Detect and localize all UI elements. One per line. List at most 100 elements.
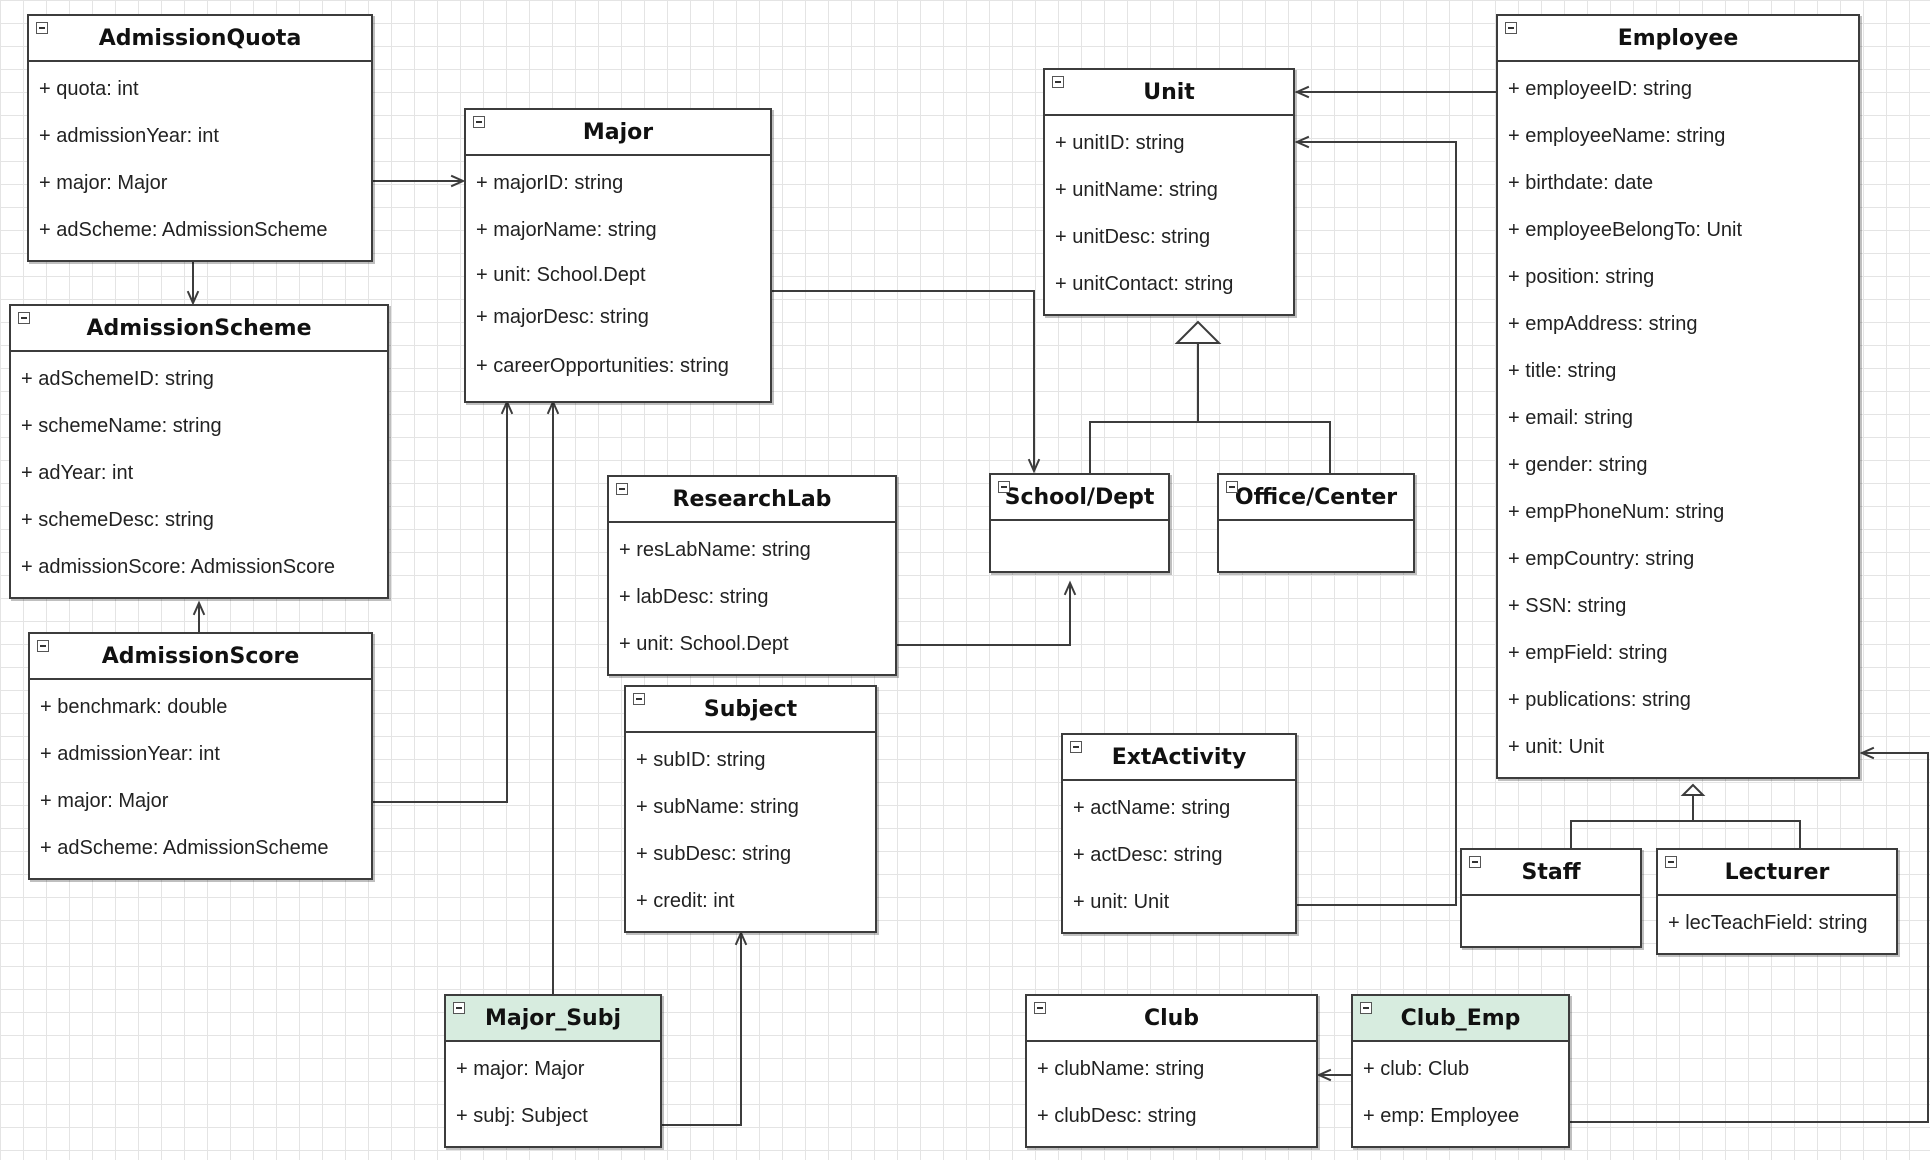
attribute[interactable]: + actDesc: string — [1073, 844, 1223, 866]
attribute[interactable]: + empPhoneNum: string — [1508, 501, 1725, 523]
link-extactivity-to-unit[interactable] — [1297, 141, 1457, 906]
attribute[interactable]: + email: string — [1508, 407, 1634, 429]
attribute[interactable]: + majorName: string — [476, 219, 657, 241]
class-admission-scheme[interactable]: AdmissionScheme + adSchemeID: string + sch… — [9, 304, 389, 599]
attribute[interactable]: + subj: Subject — [456, 1105, 588, 1127]
link-clubemp-to-employee[interactable] — [1570, 752, 1929, 1123]
attribute[interactable]: + employeeBelongTo: Unit — [1508, 219, 1743, 241]
collapse-icon[interactable] — [1070, 741, 1082, 753]
attribute[interactable]: + admissionScore: AdmissionScore — [21, 556, 336, 578]
attribute[interactable]: + major: Major — [456, 1058, 585, 1080]
attribute[interactable]: + major: Major — [39, 172, 168, 194]
class-name-header[interactable]: Employee — [1498, 16, 1858, 62]
link-researchlab-to-schooldept[interactable] — [897, 583, 1071, 646]
attribute[interactable]: + quota: int — [39, 78, 139, 100]
class-major-subj[interactable]: Major_Subj + major: Major + subj: Subject — [444, 994, 662, 1148]
attribute[interactable]: + birthdate: date — [1508, 172, 1654, 194]
attribute[interactable]: + subName: string — [636, 796, 799, 818]
class-major[interactable]: Major + majorID: string + majorName: strin… — [464, 108, 772, 403]
attribute[interactable]: + admissionYear: int — [39, 125, 219, 147]
class-name-header[interactable]: Lecturer — [1658, 850, 1896, 896]
attribute[interactable]: + schemeName: string — [21, 415, 222, 437]
attribute[interactable]: + title: string — [1508, 360, 1617, 382]
class-staff[interactable]: Staff — [1460, 848, 1642, 948]
class-name-header[interactable]: Major — [466, 110, 770, 156]
attribute[interactable]: + unit: School.Dept — [476, 264, 646, 286]
attribute[interactable]: + resLabName: string — [619, 539, 811, 561]
attribute[interactable]: + unit: School.Dept — [619, 633, 789, 655]
attribute[interactable]: + adSchemeID: string — [21, 368, 214, 390]
attribute[interactable]: + major: Major — [40, 790, 169, 812]
attribute[interactable]: + adYear: int — [21, 462, 134, 484]
attribute[interactable]: + employeeName: string — [1508, 125, 1726, 147]
collapse-icon[interactable] — [1469, 856, 1481, 868]
attribute[interactable]: + empField: string — [1508, 642, 1668, 664]
class-ext-activity[interactable]: ExtActivity+ actName: string+ actDesc: s… — [1061, 733, 1297, 934]
collapse-icon[interactable] — [1505, 22, 1517, 34]
class-admission-score[interactable]: AdmissionScore + benchmark: double + admis… — [28, 632, 373, 880]
attribute[interactable]: + unitDesc: string — [1055, 226, 1211, 248]
attribute[interactable]: + benchmark: double — [40, 696, 228, 718]
class-school-dept[interactable]: School/Dept — [989, 473, 1170, 573]
collapse-icon[interactable] — [1034, 1002, 1046, 1014]
attribute[interactable]: + unitID: string — [1055, 132, 1185, 154]
class-name-header[interactable]: ResearchLab — [609, 477, 895, 523]
attribute[interactable]: + schemeDesc: string — [21, 509, 214, 531]
link-major-to-schooldept[interactable] — [772, 290, 1035, 471]
collapse-icon[interactable] — [453, 1002, 465, 1014]
attribute[interactable]: + unitName: string — [1055, 179, 1218, 201]
collapse-icon[interactable] — [1360, 1002, 1372, 1014]
attribute[interactable]: + adScheme: AdmissionScheme — [40, 837, 329, 859]
attribute[interactable]: + admissionYear: int — [40, 743, 220, 765]
class-employee[interactable]: Employee + employeeID: string + employeeNa… — [1496, 14, 1860, 779]
class-name-header[interactable]: Club_Emp — [1353, 996, 1568, 1042]
attribute[interactable]: + club: Club — [1363, 1058, 1470, 1080]
class-name-header[interactable]: Subject — [626, 687, 875, 733]
inheritance-branch-employee[interactable] — [1570, 820, 1801, 848]
collapse-icon[interactable] — [37, 640, 49, 652]
class-name-header[interactable]: Major_Subj — [446, 996, 660, 1042]
link-admissionscore-to-major[interactable] — [373, 402, 508, 803]
collapse-icon[interactable] — [998, 481, 1010, 493]
attribute[interactable]: + credit: int — [636, 890, 735, 912]
class-name-header[interactable]: AdmissionScore — [30, 634, 371, 680]
class-name-header[interactable]: AdmissionScheme — [11, 306, 387, 352]
class-name-header[interactable]: Office/Center — [1219, 475, 1413, 521]
attribute[interactable]: + unit: Unit — [1073, 891, 1170, 913]
collapse-icon[interactable] — [616, 483, 628, 495]
attribute[interactable]: + empCountry: string — [1508, 548, 1695, 570]
attribute[interactable]: + subDesc: string — [636, 843, 792, 865]
attribute[interactable]: + unit: Unit — [1508, 736, 1605, 758]
attribute[interactable]: + clubName: string — [1037, 1058, 1205, 1080]
attribute[interactable]: + lecTeachField: string — [1668, 912, 1868, 934]
attribute[interactable]: + gender: string — [1508, 454, 1648, 476]
attribute[interactable]: + unitContact: string — [1055, 273, 1234, 295]
attribute[interactable]: + careerOpportunities: string — [476, 355, 729, 377]
attribute[interactable]: + empAddress: string — [1508, 313, 1698, 335]
class-name-header[interactable]: Club — [1027, 996, 1316, 1042]
attribute[interactable]: + SSN: string — [1508, 595, 1627, 617]
class-name-header[interactable]: Unit — [1045, 70, 1293, 116]
collapse-icon[interactable] — [1226, 481, 1238, 493]
attribute[interactable]: + adScheme: AdmissionScheme — [39, 219, 328, 241]
attribute[interactable]: + emp: Employee — [1363, 1105, 1520, 1127]
attribute[interactable]: + clubDesc: string — [1037, 1105, 1197, 1127]
class-unit[interactable]: Unit + unitID: string + unitName: string + … — [1043, 68, 1295, 316]
class-name-header[interactable]: Staff — [1462, 850, 1640, 896]
attribute[interactable]: + position: string — [1508, 266, 1655, 288]
class-admission-quota[interactable]: AdmissionQuota+ quota: int+ admissionYea… — [27, 14, 373, 262]
class-subject[interactable]: Subject + subID: string + subName: string +… — [624, 685, 877, 933]
collapse-icon[interactable] — [473, 116, 485, 128]
link-majorsubj-to-subject[interactable] — [662, 933, 742, 1126]
collapse-icon[interactable] — [1052, 76, 1064, 88]
class-name-header[interactable]: ExtActivity — [1063, 735, 1295, 781]
inheritance-branch-unit[interactable] — [1089, 421, 1331, 473]
attribute[interactable]: + labDesc: string — [619, 586, 769, 608]
attribute[interactable]: + subID: string — [636, 749, 766, 771]
class-research-lab[interactable]: ResearchLab + resLabName: string + labDesc… — [607, 475, 897, 676]
class-lecturer[interactable]: Lecturer + lecTeachField: string — [1656, 848, 1898, 955]
class-office-center[interactable]: Office/Center — [1217, 473, 1415, 573]
collapse-icon[interactable] — [1665, 856, 1677, 868]
attribute[interactable]: + majorID: string — [476, 172, 624, 194]
attribute[interactable]: + employeeID: string — [1508, 78, 1692, 100]
